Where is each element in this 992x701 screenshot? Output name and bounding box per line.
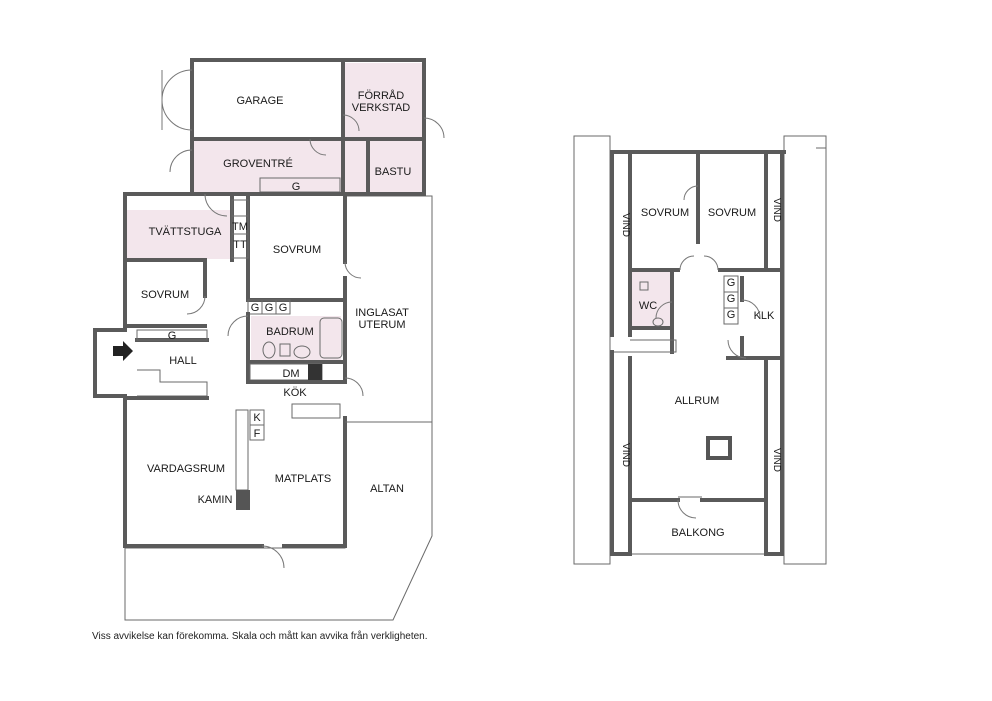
room-label-inglasat: INGLASAT: [355, 307, 409, 319]
room-label-verkstad: VERKSTAD: [352, 102, 411, 114]
room-label-sovrum-left: SOVRUM: [141, 289, 189, 301]
room-label-sovrum-2: SOVRUM: [708, 207, 756, 219]
fixture-dm: DM: [282, 368, 299, 380]
room-label-klk: KLK: [754, 310, 775, 322]
fixture-k: K: [253, 412, 261, 424]
room-label-allrum: ALLRUM: [675, 395, 720, 407]
fixture-f: F: [254, 428, 261, 440]
bastu-fill: [345, 141, 422, 192]
room-label-vind-1: VIND: [620, 213, 631, 237]
room-label-forrad: FÖRRÅD: [358, 89, 405, 102]
fixture-g-2: G: [265, 302, 274, 314]
room-label-sovrum-1: SOVRUM: [641, 207, 689, 219]
stove: [308, 364, 322, 380]
room-label-kok: KÖK: [283, 387, 307, 399]
room-label-matplats: MATPLATS: [275, 473, 331, 485]
room-label-kamin: KAMIN: [198, 494, 233, 506]
room-label-badrum: BADRUM: [266, 326, 314, 338]
wc-fill: [632, 272, 672, 326]
room-label-vind-4: VIND: [771, 448, 782, 472]
room-label-bastu: BASTU: [375, 166, 412, 178]
room-label-balkong: BALKONG: [671, 527, 724, 539]
ground-floor-plan: [93, 58, 445, 621]
room-label-vind-2: VIND: [771, 198, 782, 222]
room-label-vardagsrum: VARDAGSRUM: [147, 463, 225, 475]
fixture-g-hall: G: [168, 330, 177, 342]
room-label-sovrum-upper: SOVRUM: [273, 244, 321, 256]
entrance-arrow-icon: [113, 341, 133, 361]
fixture-tm: TM: [232, 221, 248, 233]
bathtub: [319, 317, 343, 359]
garage-door-swing: [161, 69, 193, 101]
verkstad-door-swing: [423, 117, 445, 139]
room-label-tvattstuga: TVÄTTSTUGA: [149, 226, 222, 238]
upper-floor-plan: [573, 135, 827, 565]
upper-fixture-g-1: G: [727, 277, 736, 289]
washbasin: [293, 345, 311, 359]
tvattstuga-fill: [127, 210, 231, 259]
upper-fixture-g-3: G: [727, 309, 736, 321]
disclaimer-text: Viss avvikelse kan förekomma. Skala och …: [92, 631, 428, 642]
room-label-vind-3: VIND: [620, 443, 631, 467]
kamin-stove: [236, 490, 250, 510]
room-label-groventre: GROVENTRÉ: [223, 157, 293, 170]
fixture-g-groventre: G: [292, 181, 301, 193]
tm-tt-cabinet: [231, 199, 249, 259]
badrum-fill: [251, 316, 341, 360]
room-label-wc: WC: [639, 300, 657, 312]
room-label-hall: HALL: [169, 355, 197, 367]
toilet: [262, 341, 276, 359]
fixture-g-3: G: [279, 302, 288, 314]
roof-right: [783, 135, 827, 565]
groventre-fill: [193, 141, 343, 192]
upper-chimney: [706, 436, 732, 460]
upper-g-cabinet: [723, 275, 739, 325]
fixture-g-1: G: [251, 302, 260, 314]
upper-fixture-g-2: G: [727, 293, 736, 305]
roof-left: [573, 135, 611, 565]
room-label-uterum: UTERUM: [358, 319, 405, 331]
room-label-altan: ALTAN: [370, 483, 404, 495]
room-label-garage: GARAGE: [236, 95, 283, 107]
fixture-tt: TT: [233, 239, 247, 251]
forrad-verkstad-fill: [344, 63, 422, 137]
